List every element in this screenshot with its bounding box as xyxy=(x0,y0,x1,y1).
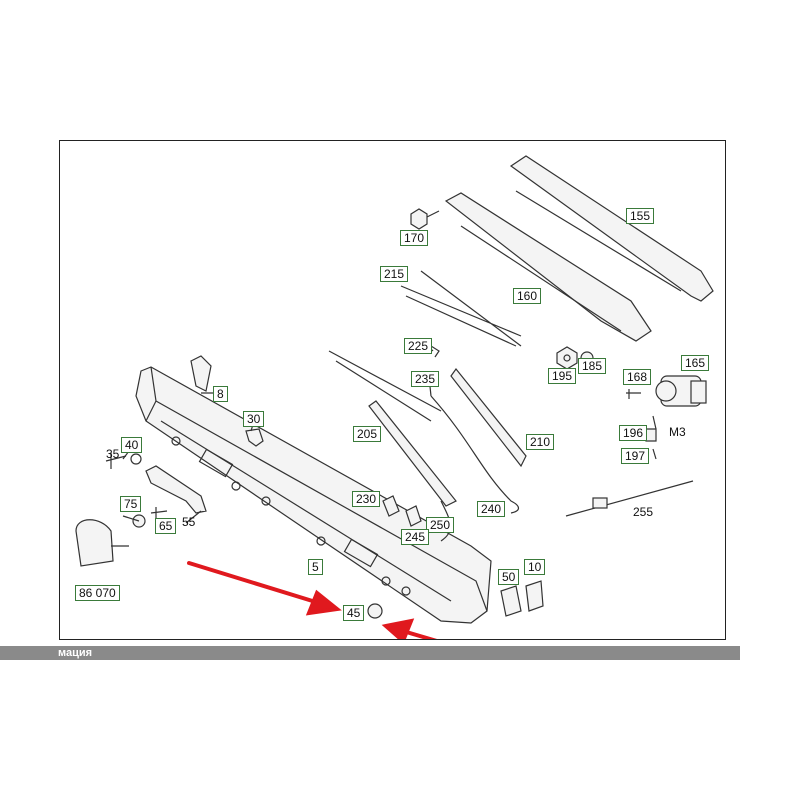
bumper-part xyxy=(135,366,492,624)
label-170: 170 xyxy=(400,230,429,246)
label-210: 210 xyxy=(526,434,555,450)
parts-diagram xyxy=(75,155,714,639)
bracket-8 xyxy=(190,355,212,392)
hose-240 xyxy=(430,395,520,514)
nut-195 xyxy=(556,346,578,370)
label-195: 195 xyxy=(548,368,577,384)
label-240: 240 xyxy=(477,501,506,517)
label-40: 40 xyxy=(121,437,143,453)
connector-196 xyxy=(645,415,657,442)
clip-30 xyxy=(245,428,264,447)
bracket-50 xyxy=(500,585,522,617)
wiper-blade-205 xyxy=(328,350,442,422)
label-86070: 86 070 xyxy=(75,585,120,601)
nozzle-230 xyxy=(382,495,400,517)
label-196: 196 xyxy=(619,425,648,441)
red-arrows xyxy=(187,561,438,639)
label-215: 215 xyxy=(380,266,409,282)
label-45: 45 xyxy=(343,605,365,621)
label-50: 50 xyxy=(498,569,520,585)
label-225: 225 xyxy=(404,338,433,354)
clip-225 xyxy=(430,345,440,358)
bolt-170 xyxy=(410,208,440,230)
label-M3: M3 xyxy=(669,425,686,439)
handle-55 xyxy=(145,465,207,514)
label-55: 55 xyxy=(182,515,196,529)
valve-245 xyxy=(405,505,422,527)
status-text: мация xyxy=(58,647,93,659)
wiper-linkage-160 xyxy=(444,192,652,342)
diagram-frame: 155 170 215 160 225 195 185 165 235 168 … xyxy=(59,140,726,640)
label-230: 230 xyxy=(352,491,381,507)
label-165: 165 xyxy=(681,355,710,371)
wiper-motor-165 xyxy=(655,375,707,407)
label-255: 255 xyxy=(633,505,654,519)
label-168: 168 xyxy=(623,369,652,385)
label-155: 155 xyxy=(626,208,655,224)
label-197: 197 xyxy=(621,448,650,464)
bolt-168 xyxy=(626,389,641,399)
label-205: 205 xyxy=(353,426,382,442)
label-185: 185 xyxy=(578,358,607,374)
cable-255 xyxy=(565,480,694,517)
screw-65 xyxy=(150,507,168,519)
label-75: 75 xyxy=(120,496,142,512)
wiper-linkage-155 xyxy=(509,155,714,302)
status-bar: мация xyxy=(0,646,740,660)
label-235: 235 xyxy=(411,371,440,387)
arrow-left xyxy=(187,561,321,605)
wiper-blade-215 xyxy=(400,270,522,347)
label-35: 35 xyxy=(106,447,120,461)
bracket-10 xyxy=(525,580,544,612)
label-30: 30 xyxy=(243,411,265,427)
cap-86070 xyxy=(75,519,114,567)
bolt-35 xyxy=(105,453,127,469)
wiper-arm-210 xyxy=(450,368,527,468)
label-10: 10 xyxy=(524,559,546,575)
label-8: 8 xyxy=(213,386,228,402)
label-245: 245 xyxy=(401,529,430,545)
label-250: 250 xyxy=(426,517,455,533)
label-160: 160 xyxy=(513,288,542,304)
arrow-right xyxy=(401,629,438,639)
label-5: 5 xyxy=(308,559,323,575)
washer-40 xyxy=(130,453,142,465)
plug-45 xyxy=(367,603,383,619)
label-65: 65 xyxy=(155,518,177,534)
